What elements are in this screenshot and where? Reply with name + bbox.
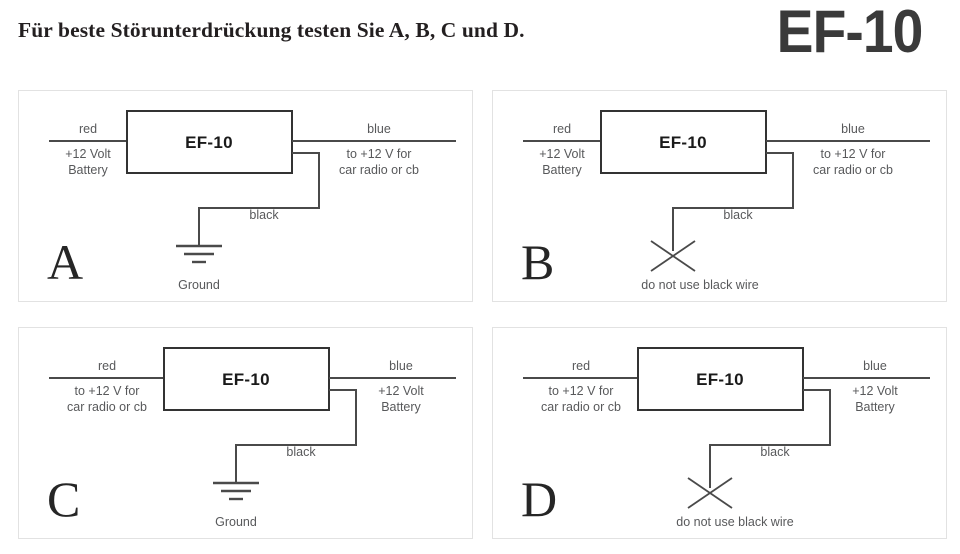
wiring-diagram-a: EF-10 red +12 Volt Battery blue to +12 V…: [47, 110, 456, 292]
page-title: Für beste Störunterdrückung testen Sie A…: [18, 18, 525, 42]
header-bar: Für beste Störunterdrückung testen Sie A…: [0, 0, 960, 78]
left-desc-line1-d: to +12 V for: [549, 384, 614, 398]
panel-letter-a: A: [47, 234, 83, 290]
right-desc-line2-d: Battery: [855, 400, 895, 414]
right-desc-line1-d: +12 Volt: [852, 384, 898, 398]
diagram-panel-a: EF-10 red +12 Volt Battery blue to +12 V…: [18, 90, 473, 302]
device-box-b: [600, 110, 767, 174]
black-wire-label-d: black: [760, 445, 790, 459]
brand-logo: EF-10: [776, 0, 923, 65]
black-wire-label-c: black: [286, 445, 316, 459]
left-wire-label-d: red: [572, 359, 590, 373]
panel-letter-b: B: [521, 234, 554, 290]
device-label-a: EF-10: [185, 133, 233, 152]
black-wire-path-a: [198, 152, 320, 246]
wiring-diagram-b: EF-10 red +12 Volt Battery blue to +12 V…: [521, 110, 930, 292]
left-desc-line1-a: +12 Volt: [65, 147, 111, 161]
ground-label-c: Ground: [215, 515, 257, 529]
black-wire-label-a: black: [249, 208, 279, 222]
right-desc-line1-b: to +12 V for: [821, 147, 886, 161]
panel-letter-c: C: [47, 471, 80, 527]
no-black-wire-label-b: do not use black wire: [641, 278, 758, 292]
right-wire-label-a: blue: [367, 122, 391, 136]
left-desc-line1-c: to +12 V for: [75, 384, 140, 398]
device-box-c: [163, 347, 330, 411]
x-mark-stroke-2-d: [687, 477, 733, 509]
right-wire-label-c: blue: [389, 359, 413, 373]
right-desc-line2-a: car radio or cb: [339, 163, 419, 177]
left-desc-line1-b: +12 Volt: [539, 147, 585, 161]
diagram-panel-b: EF-10 red +12 Volt Battery blue to +12 V…: [492, 90, 947, 302]
left-wire-label-a: red: [79, 122, 97, 136]
device-box-d: [637, 347, 804, 411]
device-label-c: EF-10: [222, 370, 270, 389]
left-desc-line2-b: Battery: [542, 163, 582, 177]
left-desc-line2-a: Battery: [68, 163, 108, 177]
left-wire-label-c: red: [98, 359, 116, 373]
ground-label-a: Ground: [178, 278, 220, 292]
device-label-d: EF-10: [696, 370, 744, 389]
left-desc-line2-d: car radio or cb: [541, 400, 621, 414]
black-wire-path-c: [235, 389, 357, 483]
diagram-panel-d: EF-10 red to +12 V for car radio or cb b…: [492, 327, 947, 539]
wiring-diagram-d: EF-10 red to +12 V for car radio or cb b…: [521, 347, 930, 529]
x-mark-stroke-2-b: [650, 240, 696, 272]
device-label-b: EF-10: [659, 133, 707, 152]
right-desc-line2-b: car radio or cb: [813, 163, 893, 177]
black-wire-path-b: [672, 152, 794, 251]
diagram-panel-c: EF-10 red to +12 V for car radio or cb b…: [18, 327, 473, 539]
right-desc-line1-c: +12 Volt: [378, 384, 424, 398]
no-black-wire-label-d: do not use black wire: [676, 515, 793, 529]
right-wire-label-b: blue: [841, 122, 865, 136]
left-desc-line2-c: car radio or cb: [67, 400, 147, 414]
wiring-diagram-c: EF-10 red to +12 V for car radio or cb b…: [47, 347, 456, 529]
right-desc-line2-c: Battery: [381, 400, 421, 414]
right-wire-label-d: blue: [863, 359, 887, 373]
black-wire-label-b: black: [723, 208, 753, 222]
right-desc-line1-a: to +12 V for: [347, 147, 412, 161]
left-wire-label-b: red: [553, 122, 571, 136]
black-wire-path-d: [709, 389, 831, 488]
panel-letter-d: D: [521, 471, 557, 527]
